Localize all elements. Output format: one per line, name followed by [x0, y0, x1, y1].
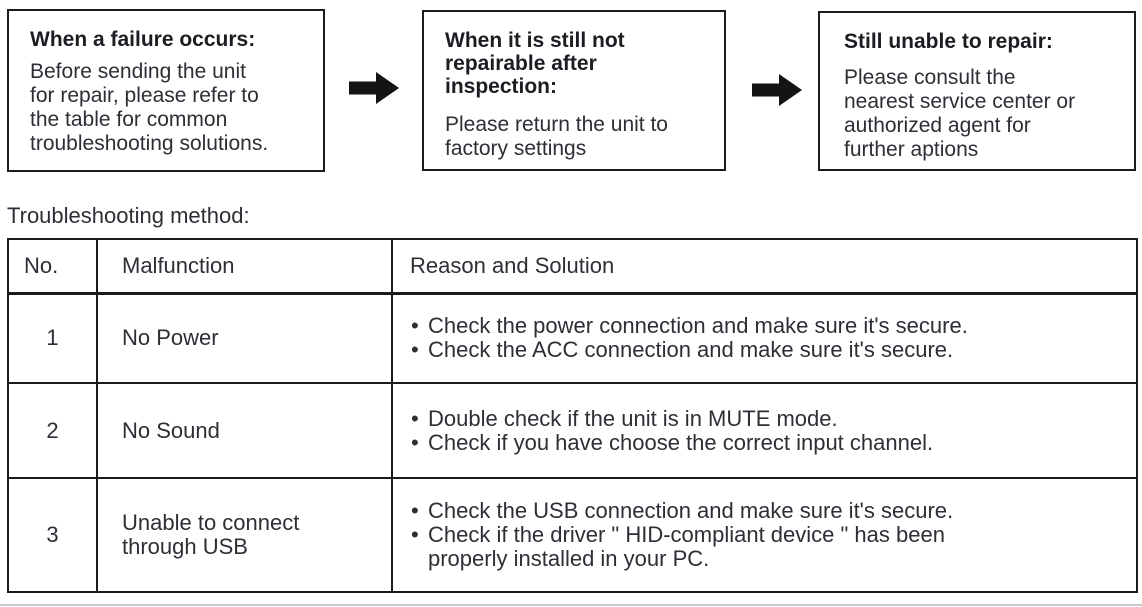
flow-step-failure-occurs: When a failure occurs: Before sending th… [7, 9, 325, 172]
solution-item: Check the ACC connection and make sure i… [410, 338, 1128, 363]
section-label: Troubleshooting method: [7, 203, 250, 228]
solution-item: Double check if the unit is in MUTE mode… [410, 406, 1128, 431]
flow-step-1-heading: When a failure occurs: [30, 28, 256, 51]
page-edge-divider [0, 604, 1142, 606]
cell-solutions: Double check if the unit is in MUTE mode… [391, 382, 1138, 479]
solution-item: Check the USB connection and make sure i… [410, 499, 1128, 524]
column-header-reason: Reason and Solution [391, 238, 1138, 295]
column-header-no: No. [7, 238, 98, 295]
cell-no: 1 [7, 292, 98, 384]
arrow-right-icon [752, 74, 802, 106]
solution-item: Check if you have choose the correct inp… [410, 430, 1128, 455]
flow-step-2-body: Please return the unit to factory settin… [445, 113, 668, 160]
cell-malfunction: No Power [96, 292, 393, 384]
flow-step-not-repairable: When it is still not repairable after in… [422, 10, 726, 171]
table-row: 2 No Sound Double check if the unit is i… [7, 382, 1138, 479]
cell-no: 2 [7, 382, 98, 479]
table-header-row: No. Malfunction Reason and Solution [7, 238, 1138, 295]
flow-step-3-body: Please consult the nearest service cente… [844, 66, 1076, 161]
flow-step-1-body: Before sending the unit for repair, plea… [30, 60, 269, 155]
table-row: 3 Unable to connect through USB Check th… [7, 477, 1138, 593]
table-row: 1 No Power Check the power connection an… [7, 292, 1138, 384]
arrow-right-icon [349, 72, 399, 104]
cell-malfunction: Unable to connect through USB [96, 477, 393, 593]
cell-solutions: Check the USB connection and make sure i… [391, 477, 1138, 593]
solution-item: Check if the driver " HID-compliant devi… [410, 523, 1128, 571]
cell-solutions: Check the power connection and make sure… [391, 292, 1138, 384]
troubleshooting-table: No. Malfunction Reason and Solution 1 No… [7, 238, 1138, 593]
cell-malfunction: No Sound [96, 382, 393, 479]
flow-step-3-heading: Still unable to repair: [844, 30, 1053, 53]
flow-step-still-unable: Still unable to repair: Please consult t… [818, 11, 1136, 171]
column-header-malfunction: Malfunction [96, 238, 393, 295]
flow-step-2-heading: When it is still not repairable after in… [445, 29, 625, 98]
cell-no: 3 [7, 477, 98, 593]
solution-item: Check the power connection and make sure… [410, 314, 1128, 339]
